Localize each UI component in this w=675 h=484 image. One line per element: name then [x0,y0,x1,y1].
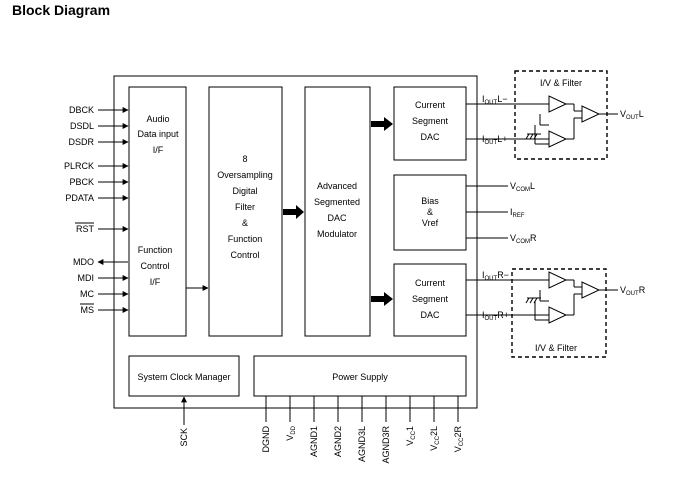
pin-mdo: MDO [73,257,94,267]
label-vcom-l: VCOML [510,181,535,193]
filter-line6: Function [228,234,263,244]
pin-vcc1: VCC1 [405,426,417,446]
label-vcom-r: VCOMR [510,233,537,245]
bias-line2: & [427,207,433,217]
bias-line1: Bias [421,196,439,206]
label-iout-r-plus: IOUTR+ [482,310,509,322]
pin-agnd1: AGND1 [309,426,319,457]
iv-filter-top-box [514,70,608,160]
left-input-lines [97,107,129,313]
function-ctrl-line3: I/F [150,277,161,287]
pin-vcc2l: VCC2L [429,426,441,451]
dac-bottom-line1: Current [415,278,446,288]
dac-bottom-line2: Segment [412,294,449,304]
pin-dgnd: DGND [261,426,271,453]
diagram-title: Block Diagram [12,2,110,18]
modulator-line2: Segmented [314,197,360,207]
modulator-to-dac-top-arrow [371,117,393,131]
modulator-line3: DAC [327,213,347,223]
label-iout-l-minus: IOUTL− [482,94,507,106]
opamp-top-2 [548,130,568,148]
dac-modulator-block [304,86,371,337]
function-ctrl-line2: Control [140,261,169,271]
label-iref: IREF [510,207,525,219]
interface-block [128,86,187,337]
label-vout-r: VOUTR [620,285,646,297]
filter-line2: Oversampling [217,170,273,180]
pin-pdata: PDATA [65,193,94,203]
opamp-top-3 [581,105,601,123]
function-ctrl-line1: Function [138,245,173,255]
current-dac-top-block [393,86,467,161]
pin-ms: MS [81,305,95,315]
modulator-line4: Modulator [317,229,357,239]
label-vout-l: VOUTL [620,109,644,121]
modulator-to-dac-bottom-arrow [371,292,393,306]
filter-line3: Digital [232,186,257,196]
filter-to-modulator-arrow [283,205,304,219]
pin-plrck: PLRCK [64,161,94,171]
audio-if-line2: Data input [137,129,179,139]
pin-mdi: MDI [78,273,95,283]
dac-top-line1: Current [415,100,446,110]
current-dac-bottom-block [393,263,467,337]
pin-agnd2: AGND2 [333,426,343,457]
dac-top-line3: DAC [420,132,440,142]
bias-vref-block [393,174,467,251]
power-supply-block [253,355,467,397]
label-iout-l-plus: IOUTL+ [482,134,507,146]
pin-vcc2r: VCC2R [453,426,465,453]
power-supply-label: Power Supply [332,372,388,382]
iv-filter-bottom-circuit [466,271,618,324]
opamp-bottom-3 [581,281,601,299]
opamp-bottom-1 [548,271,568,289]
filter-line4: Filter [235,202,255,212]
dac-bottom-line3: DAC [420,310,440,320]
modulator-line1: Advanced [317,181,357,191]
iv-filter-top-circuit [466,95,618,148]
pin-pbck: PBCK [69,177,94,187]
pin-dsdl: DSDL [70,121,94,131]
iv-filter-bottom-label: I/V & Filter [535,343,577,353]
pin-sck: SCK [179,428,189,447]
pin-mc: MC [80,289,94,299]
filter-line7: Control [230,250,259,260]
opamp-bottom-2 [548,306,568,324]
clock-manager-label: System Clock Manager [137,372,230,382]
clock-manager-block [128,355,240,397]
audio-if-line1: Audio [146,114,169,124]
bias-line3: Vref [422,218,439,228]
pin-agnd3r: AGND3R [381,426,391,464]
pin-dbck: DBCK [69,105,94,115]
filter-line5: & [242,218,248,228]
pin-agnd3l: AGND3L [357,426,367,462]
power-pin-lines [265,396,459,422]
pin-dsdr: DSDR [68,137,94,147]
digital-filter-block [208,86,283,337]
dac-top-line2: Segment [412,116,449,126]
pin-rst: RST [76,224,95,234]
label-iout-r-minus: IOUTR− [482,270,509,282]
filter-line1: 8 [242,154,247,164]
pin-vdd: VDD [285,425,297,440]
audio-if-line3: I/F [153,145,164,155]
iv-filter-top-label: I/V & Filter [540,78,582,88]
opamp-top-1 [548,95,568,113]
